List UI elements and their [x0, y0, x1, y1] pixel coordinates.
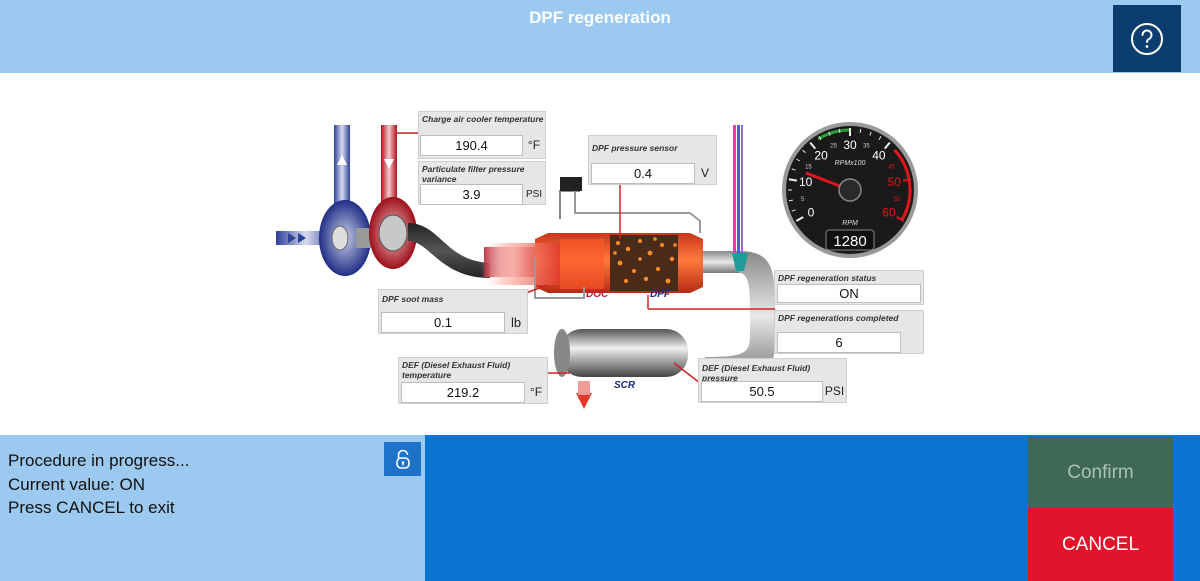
def-temperature-value: 219.2 — [401, 382, 525, 403]
gauge-tick — [907, 199, 912, 202]
help-icon — [1131, 22, 1163, 55]
dpf-soot-mass-panel: DPF soot mass 0.1 lb — [378, 289, 528, 334]
gauge-range-arc — [893, 148, 912, 221]
dpf-regeneration-status-panel: DPF regeneration status ON — [774, 270, 924, 305]
doc-label: DOC — [586, 289, 609, 300]
dpf-pressure-sensor-value: 0.4 — [591, 163, 695, 184]
gauge-tick — [838, 128, 841, 133]
gauge-tick — [859, 128, 862, 133]
def-temperature-panel: DEF (Diesel Exhaust Fluid) temperature 2… — [398, 357, 548, 404]
gauge-rpm-value: 1280 — [833, 233, 866, 250]
gauge-tick — [828, 131, 831, 136]
gauge-tick — [904, 209, 909, 212]
def-temperature-unit: °F — [529, 385, 543, 399]
def-pressure-panel: DEF (Diesel Exhaust Fluid) pressure 50.5… — [698, 358, 847, 403]
gauge-major-tick-label: 60 — [882, 206, 896, 220]
help-button[interactable] — [1113, 5, 1181, 72]
def-temperature-label: DEF (Diesel Exhaust Fluid) temperature — [402, 360, 511, 380]
gauge-tick — [795, 216, 804, 222]
charge-air-cooler-temp-value: 190.4 — [420, 135, 523, 156]
gauge-unit-label: RPMx100 — [835, 160, 866, 167]
cancel-button[interactable]: CANCEL — [1028, 508, 1173, 581]
gauge-minor-tick-label: 55 — [894, 197, 901, 203]
gauge-tick — [899, 158, 904, 162]
dpf-regeneration-status-value: ON — [777, 284, 921, 303]
dpf-soot-mass-value: 0.1 — [381, 312, 505, 333]
dpf-pressure-sensor-panel: DPF pressure sensor 0.4 V — [588, 135, 717, 185]
gauge-tick — [791, 209, 796, 212]
confirm-button[interactable]: Confirm — [1028, 437, 1173, 508]
status-text: Procedure in progress... Current value: … — [8, 449, 189, 520]
particulate-filter-pressure-value: 3.9 — [420, 184, 523, 205]
particulate-filter-pressure-panel: Particulate filter pressure variance 3.9… — [418, 161, 546, 205]
gauge-tick — [791, 168, 796, 171]
charge-air-cooler-temp-unit: °F — [527, 138, 541, 152]
dpf-pressure-sensor-label: DPF pressure sensor — [592, 143, 678, 153]
lock-button[interactable] — [384, 442, 421, 476]
status-line-current-value: Current value: ON — [8, 474, 145, 494]
gauge-tick — [903, 178, 912, 182]
dpf-soot-mass-label: DPF soot mass — [382, 294, 444, 304]
charge-air-cooler-temp-label: Charge air cooler temperature — [422, 114, 544, 124]
gauge-tick — [796, 158, 801, 162]
gauge-minor-tick-label: 25 — [830, 143, 837, 149]
def-pressure-value: 50.5 — [701, 381, 823, 402]
gauge-rpm-label: RPM — [842, 220, 858, 227]
gauge-minor-tick-label: 5 — [801, 197, 805, 203]
dpf-regenerations-completed-label: DPF regenerations completed — [778, 313, 899, 323]
gauge-major-tick-label: 10 — [799, 175, 813, 189]
gauge-tick — [878, 136, 882, 141]
gauge-major-tick-label: 0 — [808, 206, 815, 220]
gauge-minor-tick-label: 15 — [805, 165, 812, 171]
gauge-minor-tick-label: 35 — [863, 143, 870, 149]
header-bar: DPF regeneration — [0, 0, 1200, 73]
engine-diagram: DOC DPF SCR Charge air cooler temperatur… — [0, 73, 1200, 435]
gauge-tick — [904, 168, 909, 171]
status-line-progress: Procedure in progress... — [8, 451, 190, 470]
gauge-tick — [809, 141, 817, 150]
dpf-pressure-sensor-unit: V — [700, 166, 709, 180]
gauge-tick — [894, 149, 898, 154]
gauge-tick — [788, 199, 793, 202]
page-title: DPF regeneration — [529, 8, 671, 27]
dpf-regenerations-completed-panel: DPF regenerations completed 6 — [774, 310, 924, 354]
def-pressure-label: DEF (Diesel Exhaust Fluid) pressure — [702, 363, 811, 383]
gauge-tick — [896, 216, 905, 222]
gauge-major-tick-label: 20 — [814, 149, 828, 163]
dpf-regenerations-completed-value: 6 — [777, 332, 901, 353]
gauge-minor-tick-label: 45 — [888, 165, 895, 171]
scr-label: SCR — [614, 380, 636, 391]
def-pressure-unit: PSI — [824, 384, 845, 398]
status-line-instructions: Press CANCEL to exit — [8, 498, 175, 517]
lock-icon — [395, 449, 410, 469]
gauge-major-tick-label: 30 — [843, 138, 857, 152]
dpf-regeneration-status-label: DPF regeneration status — [778, 273, 877, 283]
gauge-major-tick-label: 50 — [888, 175, 902, 189]
charge-air-cooler-temp-panel: Charge air cooler temperature 190.4 °F — [418, 111, 546, 159]
gauge-tick — [788, 178, 797, 182]
status-panel: Procedure in progress... Current value: … — [0, 435, 425, 581]
dpf-label: DPF — [650, 289, 670, 300]
dpf-soot-mass-unit: lb — [510, 315, 522, 330]
exhaust-system-illustration — [276, 125, 775, 409]
particulate-filter-pressure-unit: PSI — [525, 189, 543, 200]
particulate-filter-pressure-label: Particulate filter pressure variance — [422, 164, 525, 184]
gauge-major-tick-label: 40 — [872, 149, 886, 163]
gauge-tick — [818, 136, 822, 141]
gauge-tick — [869, 131, 872, 136]
gauge-tick — [802, 149, 806, 154]
gauge-tick — [883, 141, 891, 150]
